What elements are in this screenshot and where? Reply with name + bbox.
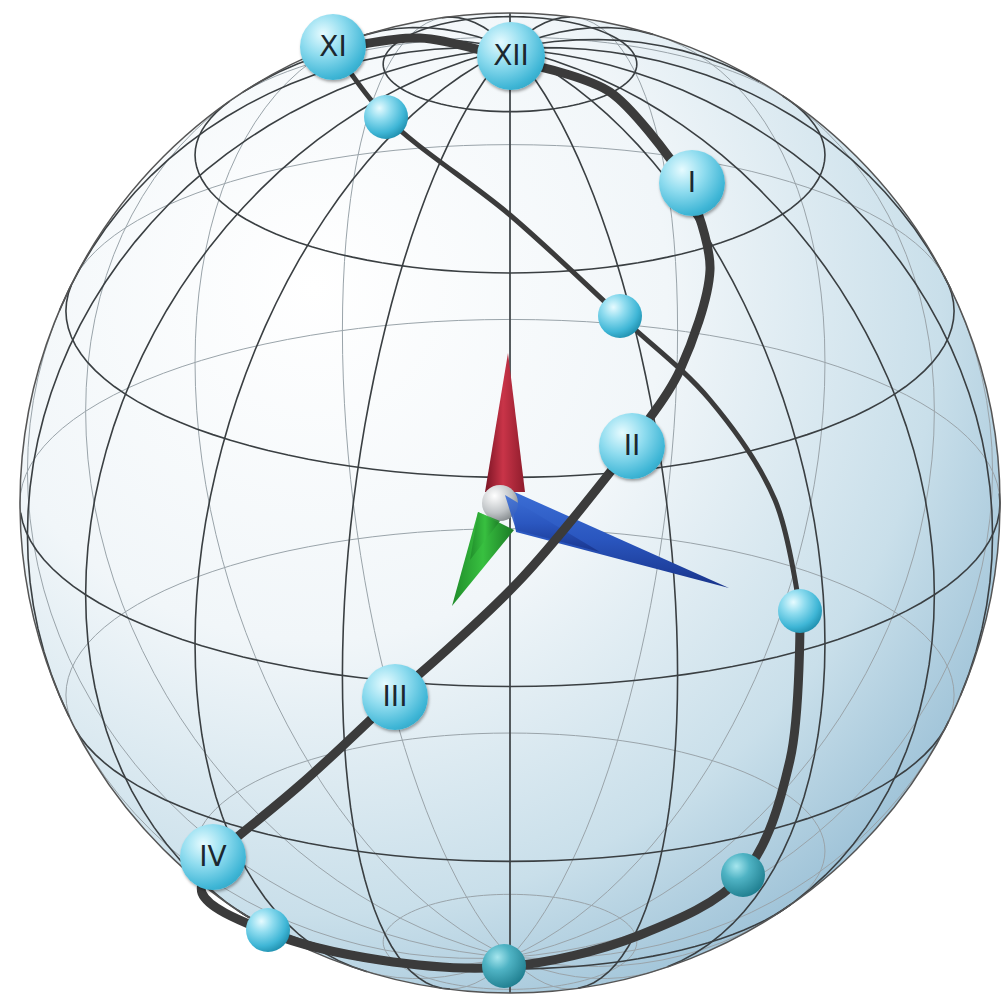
sphere-outline	[20, 13, 1000, 993]
seam-connector	[238, 719, 370, 836]
grid-front	[21, 13, 1000, 993]
grid-line	[69, 717, 510, 958]
grid-line	[195, 27, 653, 971]
grid-line	[27, 310, 510, 957]
grid-line	[442, 17, 678, 988]
hour-ball: II	[599, 413, 665, 479]
red-axis	[485, 353, 525, 492]
grid-line	[510, 493, 1000, 686]
grid-line	[342, 18, 510, 958]
grid-line	[86, 40, 760, 925]
grid-line	[66, 285, 510, 477]
green-axis-front	[470, 512, 500, 560]
marker-ball	[778, 589, 822, 633]
hour-numeral: XI	[319, 33, 346, 61]
grid-line	[195, 101, 510, 273]
seam-curve	[201, 611, 800, 968]
blue-axis	[510, 490, 729, 588]
grid-line	[510, 721, 949, 861]
hour-numeral: IV	[199, 843, 226, 871]
marker-ball	[598, 294, 642, 338]
small-balls	[246, 95, 822, 988]
hour-ball: I	[659, 150, 725, 216]
hour-ball: III	[362, 664, 428, 730]
seam-connector	[650, 215, 710, 418]
hour-ball: XII	[477, 22, 545, 90]
hour-numeral: XII	[493, 42, 529, 70]
grid-line	[510, 96, 825, 273]
hour-numeral: III	[383, 683, 408, 711]
marker-ball	[482, 944, 526, 988]
grid-line	[27, 48, 950, 717]
seam-connector	[419, 471, 611, 674]
grid-line	[510, 696, 961, 959]
seam-connector	[366, 38, 478, 49]
axes-triad	[452, 353, 729, 606]
grid-line	[353, 27, 825, 966]
hour-numeral: II	[624, 432, 641, 460]
grid-line	[59, 48, 992, 696]
hour-ball: XI	[300, 14, 366, 80]
grid-line	[86, 92, 510, 957]
marker-ball	[721, 853, 765, 897]
marker-ball	[246, 908, 290, 952]
grid-back	[20, 13, 999, 993]
hour-numeral: I	[688, 169, 696, 197]
marker-ball	[364, 95, 408, 139]
sphere-body	[20, 13, 1000, 993]
seam-connector	[543, 68, 670, 159]
seam-curve	[201, 47, 800, 968]
grid-line	[510, 289, 993, 957]
hour-ball: IV	[180, 824, 246, 890]
grid-line	[243, 40, 934, 914]
